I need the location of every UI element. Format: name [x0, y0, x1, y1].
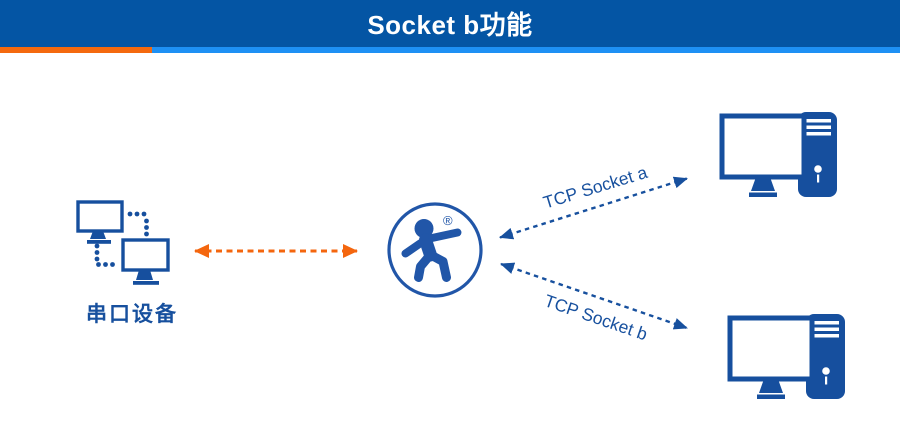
tcp-socket-b-label: TCP Socket b: [542, 290, 650, 344]
title-bar: Socket b功能: [0, 0, 900, 47]
tcp-socket-a-label: TCP Socket a: [541, 162, 650, 213]
accent-strip-blue: [152, 47, 900, 53]
monitor-icon: [121, 238, 170, 285]
monitor-icon: [76, 200, 124, 244]
page-title: Socket b功能: [367, 10, 533, 40]
desktop-computer-top-icon: [722, 112, 837, 197]
registered-trademark: ®: [443, 213, 453, 228]
serial-device-label: 串口设备: [86, 302, 178, 326]
accent-strip-orange: [0, 47, 152, 53]
mascot-head: [414, 219, 434, 238]
tcp-socket-a-link: TCP Socket a: [499, 162, 688, 240]
mascot-body: [401, 228, 462, 282]
usr-iot-mascot-logo: ®: [387, 202, 483, 298]
accent-strip: [0, 47, 900, 53]
dotted-flow-right-down: [127, 211, 149, 237]
tcp-socket-b-link: TCP Socket b: [500, 262, 688, 344]
dotted-flow-down-right: [94, 243, 115, 267]
serial-device-icon: 串口设备: [76, 200, 178, 326]
desktop-computer-bottom-icon: [730, 314, 845, 399]
